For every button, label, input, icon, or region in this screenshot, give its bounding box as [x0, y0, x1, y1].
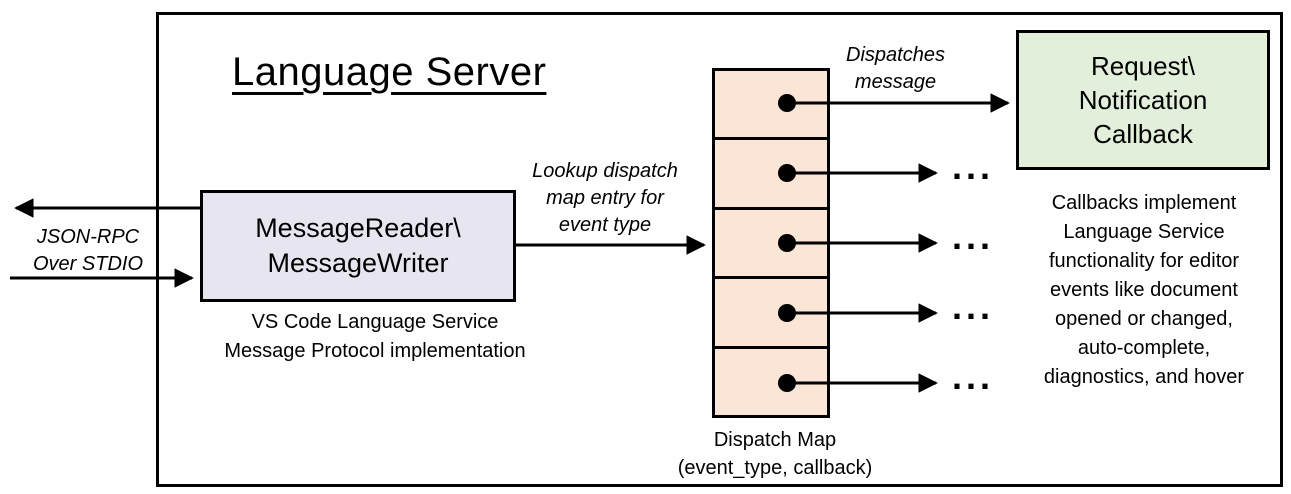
- callback-box-line: Callback: [1093, 119, 1193, 149]
- dispatch-map-cell: [715, 137, 827, 207]
- callback-box-line: Notification: [1078, 85, 1208, 115]
- dispatch-map-cell: [715, 206, 827, 277]
- lookup-dispatch-label: Lookup dispatch map entry for event type: [510, 158, 700, 239]
- json-rpc-stdio-label: JSON-RPC Over STDIO: [18, 224, 158, 278]
- dispatch-map-cell: [715, 345, 827, 416]
- ellipsis: ...: [952, 286, 995, 327]
- callbacks-note-line: Callbacks implement: [1051, 192, 1237, 214]
- callback-box-line: Request\: [1090, 51, 1196, 81]
- lookup-dispatch-label-line: map entry for: [546, 187, 664, 209]
- dispatch-map-cell: [715, 71, 827, 138]
- callbacks-note-line: events like document: [1050, 279, 1238, 301]
- message-box-line: MessageWriter: [267, 248, 449, 278]
- request-notification-callback-box: Request\ Notification Callback: [1016, 30, 1270, 170]
- lookup-dispatch-label-line: Lookup dispatch: [532, 160, 678, 182]
- message-box-line: MessageReader\: [255, 213, 461, 243]
- callbacks-note: Callbacks implement Language Service fun…: [1002, 189, 1286, 392]
- callbacks-note-line: auto-complete,: [1077, 337, 1211, 359]
- lookup-dispatch-label-line: event type: [558, 214, 652, 236]
- json-rpc-stdio-label-line: Over STDIO: [32, 253, 143, 275]
- callbacks-note-line: opened or changed,: [1055, 308, 1233, 330]
- dispatches-message-label-line: message: [854, 71, 937, 93]
- dispatch-map-caption-line: (event_type, callback): [677, 457, 873, 479]
- ellipsis: ...: [952, 216, 995, 257]
- dispatches-message-label: Dispatches message: [833, 42, 958, 96]
- dispatches-message-label-line: Dispatches: [846, 44, 945, 66]
- message-box-caption: VS Code Language Service Message Protoco…: [170, 308, 580, 366]
- message-box-caption-line: Message Protocol implementation: [224, 340, 526, 362]
- json-rpc-stdio-label-line: JSON-RPC: [36, 226, 140, 248]
- dispatch-map: [712, 68, 830, 418]
- callbacks-note-line: diagnostics, and hover: [1043, 366, 1245, 388]
- dispatch-map-caption-line: Dispatch Map: [713, 429, 837, 451]
- diagram-title: Language Server: [232, 50, 547, 94]
- message-box-caption-line: VS Code Language Service: [251, 311, 499, 333]
- dispatch-map-caption: Dispatch Map (event_type, callback): [650, 426, 900, 482]
- ellipsis: ...: [952, 146, 995, 187]
- callbacks-note-line: Language Service: [1063, 221, 1225, 243]
- dispatch-map-cell: [715, 276, 827, 346]
- callbacks-note-line: functionality for editor: [1048, 250, 1240, 272]
- message-reader-writer-box: MessageReader\ MessageWriter: [200, 190, 516, 302]
- ellipsis: ...: [952, 356, 995, 397]
